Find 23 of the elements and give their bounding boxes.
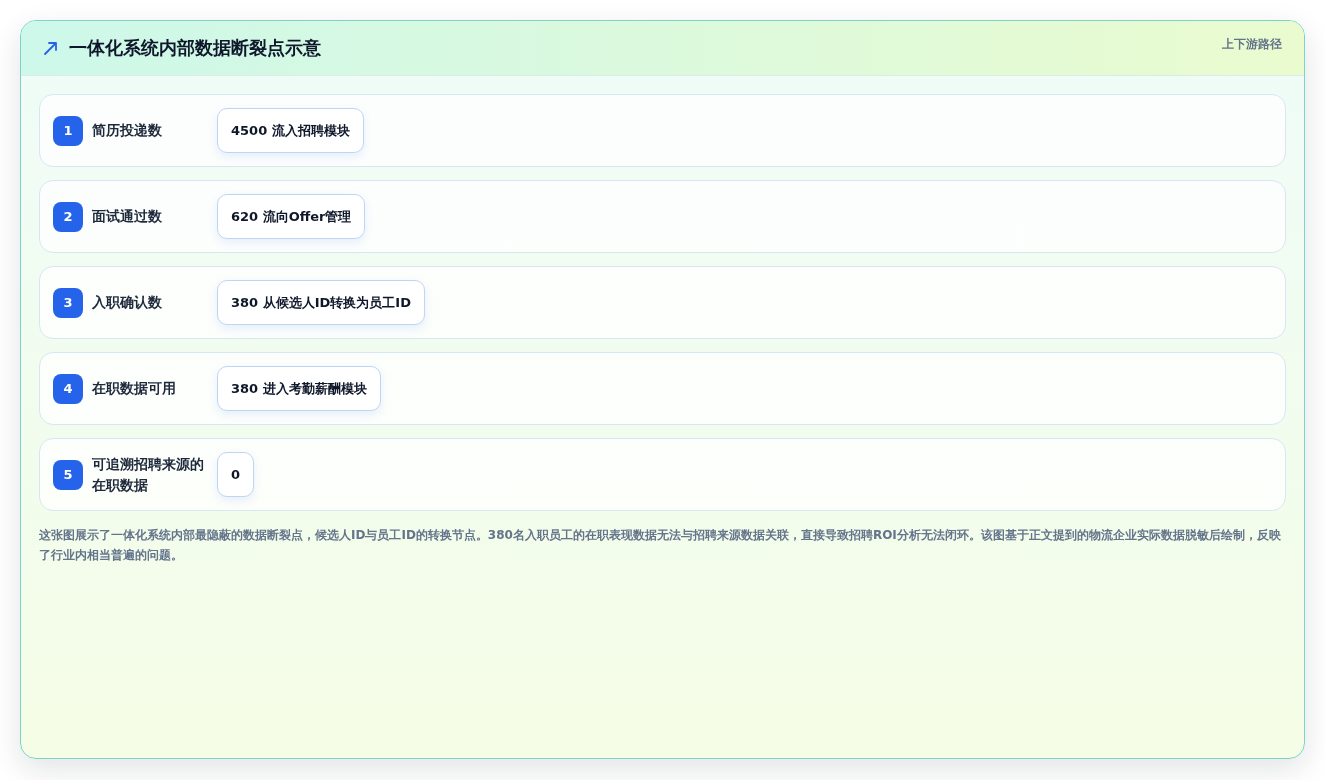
count-tag: 380 从候选人ID转换为员工ID [217, 280, 425, 325]
step-number: 3 [53, 287, 83, 318]
count-tag: 0 [217, 452, 255, 497]
stage-row [39, 180, 1286, 253]
count-tag: 620 流向Offer管理 [217, 194, 366, 239]
stage-label: 在职数据可用 [92, 379, 177, 398]
stage-label: 可追溯招聘来源的在职数据 [92, 454, 205, 495]
count-tag: 4500 流入招聘模块 [217, 108, 364, 153]
stage-label: 入职确认数 [92, 293, 163, 312]
stage-row [39, 94, 1286, 167]
caption-text: 这张图展示了一体化系统内部最隐蔽的数据断裂点，候选人ID与员工ID的转换节点。380名入职员工的在职表现数据无法与招聘来源数据关联，直接导致招聘ROI分析无法闭环。该图基于正文提到的物流企业实际数据脱敏后绘制，反映了行业内相当普遍的问题。 [39, 527, 1282, 564]
stage-label: 简历投递数 [92, 121, 163, 140]
stage-row [39, 352, 1286, 425]
diagram-title: 一体化系统内部数据断裂点示意 [69, 36, 321, 60]
step-number: 2 [53, 201, 83, 232]
stage-label: 面试通过数 [92, 207, 163, 226]
step-number: 4 [53, 373, 83, 404]
stage-row [39, 438, 1286, 511]
stage-row [39, 266, 1286, 339]
step-number: 1 [53, 115, 83, 146]
step-number: 5 [53, 459, 83, 490]
path-tag: 上下游路径 [1222, 35, 1282, 53]
count-tag: 380 进入考勤薪酬模块 [217, 366, 381, 411]
